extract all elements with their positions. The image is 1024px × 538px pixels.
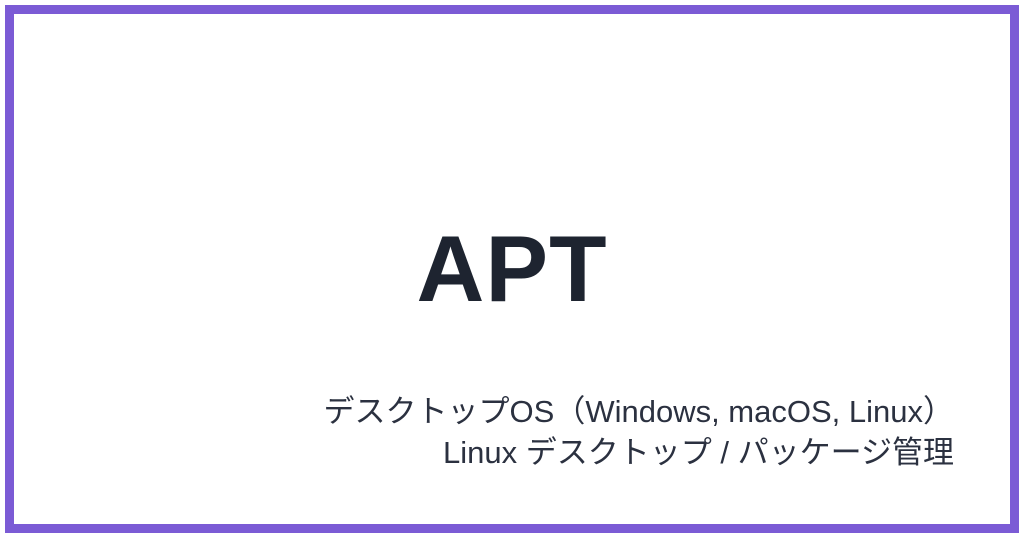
category-line: デスクトップOS（Windows, macOS, Linux） [323,394,954,429]
card-title: APT [416,216,608,321]
card-border-frame [5,5,1019,533]
tags-line: Linux デスクトップ / パッケージ管理 [443,435,954,470]
